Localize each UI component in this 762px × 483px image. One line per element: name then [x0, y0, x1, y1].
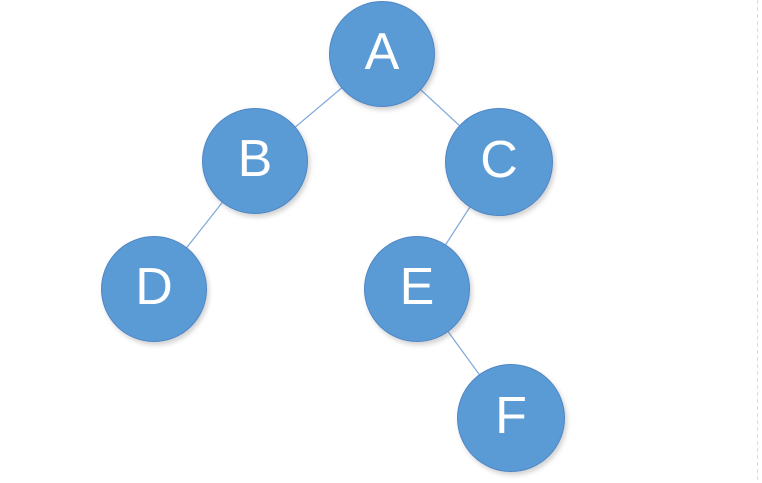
node-label-f: F	[495, 387, 527, 445]
node-label-e: E	[399, 258, 435, 316]
page-boundary-dashed-line	[757, 0, 758, 483]
node-label-b: B	[237, 130, 273, 188]
node-label-a: A	[364, 23, 400, 81]
tree-node-f[interactable]: F	[457, 364, 565, 472]
tree-node-c[interactable]: C	[445, 108, 553, 216]
tree-node-b[interactable]: B	[202, 108, 308, 214]
tree-node-d[interactable]: D	[101, 236, 207, 342]
node-label-c: C	[480, 131, 518, 189]
node-label-d: D	[135, 258, 173, 316]
tree-node-e[interactable]: E	[364, 236, 470, 342]
tree-node-a[interactable]: A	[329, 1, 435, 107]
